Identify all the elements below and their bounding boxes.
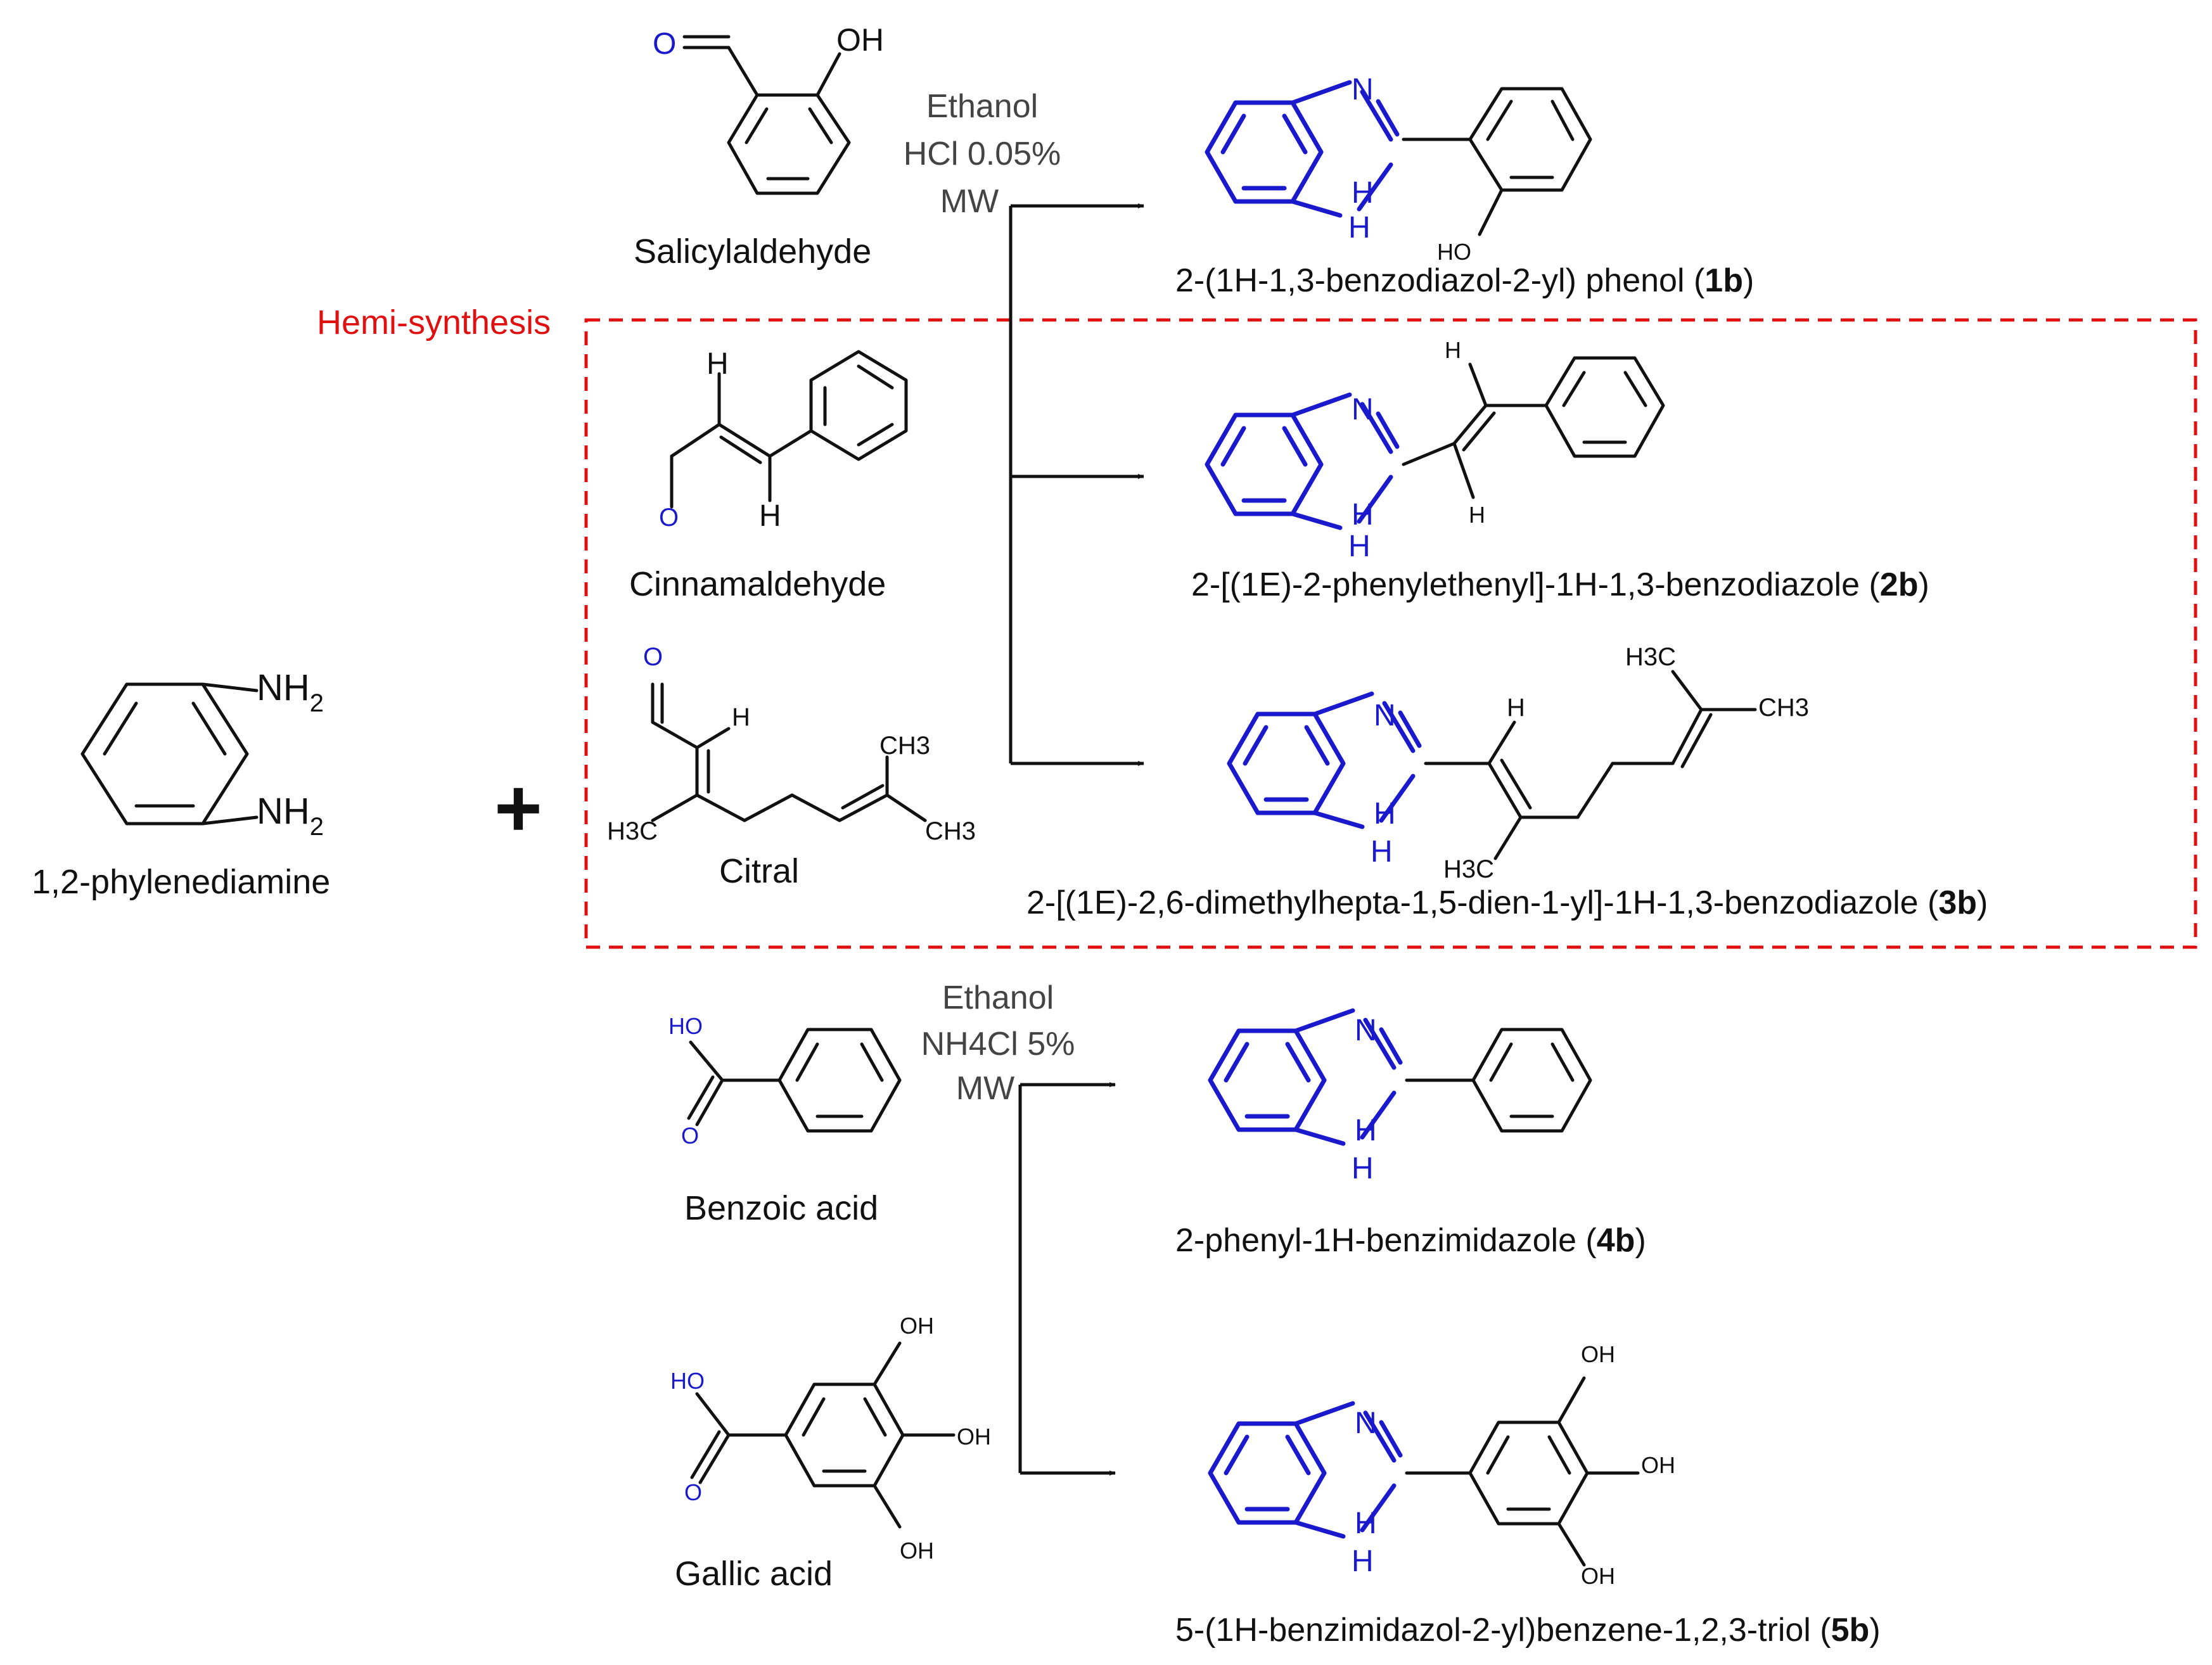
- product-1b-name: 2-(1H-1,3-benzodiazol-2-yl) phenol (1b): [1175, 262, 1754, 299]
- product-4b-n-label: N: [1355, 1014, 1377, 1047]
- product-4b-nh-label: H: [1355, 1114, 1377, 1147]
- conditions-top-microwave: MW: [940, 183, 999, 220]
- product-2b-n-label: N: [1352, 393, 1374, 426]
- product-5b-structure: [1210, 1376, 1640, 1567]
- product-3b-h-alkene-label: H: [1507, 694, 1525, 722]
- top-reaction-arrows: [1009, 203, 1144, 766]
- hemi-synthesis-label: Hemi-synthesis: [317, 303, 551, 341]
- product-4b-name: 2-phenyl-1H-benzimidazole (4b): [1175, 1222, 1646, 1259]
- product-2b-h-label: H: [1348, 530, 1371, 563]
- salicylaldehyde-name: Salicylaldehyde: [634, 233, 871, 271]
- salicylaldehyde-o-label: O: [653, 27, 676, 61]
- gallic-acid-structure: [690, 1341, 956, 1529]
- plus-sign: +: [494, 762, 542, 854]
- gallic-acid-oh1-label: OH: [900, 1313, 934, 1339]
- citral-o-label: O: [643, 643, 663, 671]
- citral-ch3b-label: CH3: [925, 817, 976, 845]
- cinnamaldehyde-name: Cinnamaldehyde: [629, 565, 886, 603]
- product-2b-structure: [1207, 356, 1665, 528]
- conditions-top-catalyst: HCl 0.05%: [904, 136, 1061, 172]
- citral-h3c-label: H3C: [607, 817, 658, 845]
- citral-name: Citral: [719, 852, 799, 890]
- product-1b-ho-label: HO: [1437, 239, 1471, 265]
- product-2b-nh-label: H: [1352, 498, 1374, 532]
- product-3b-nh-label: H: [1374, 797, 1396, 831]
- product-1b-nh-h-label: H: [1348, 211, 1371, 245]
- benzoic-acid-o-label: O: [681, 1123, 699, 1149]
- cinnamaldehyde-o-label: O: [659, 504, 679, 532]
- product-3b-ch3-right-label: CH3: [1758, 694, 1809, 722]
- cinnamaldehyde-h2-label: H: [759, 499, 781, 533]
- product-2b-h-bottom-label: H: [1469, 502, 1485, 528]
- salicylaldehyde-structure: [682, 35, 851, 195]
- product-4b-h-label: H: [1352, 1152, 1374, 1185]
- product-5b-n-label: N: [1355, 1407, 1377, 1440]
- conditions-bottom-solvent: Ethanol: [942, 979, 1054, 1016]
- product-1b-h-label: H: [1352, 176, 1374, 210]
- cinnamaldehyde-structure: [670, 350, 908, 509]
- citral-ch3a-label: CH3: [879, 732, 930, 760]
- conditions-top-solvent: Ethanol: [926, 88, 1038, 125]
- product-5b-nh-label: H: [1355, 1507, 1377, 1540]
- product-3b-structure: [1229, 670, 1757, 860]
- benzoic-acid-name: Benzoic acid: [684, 1189, 878, 1227]
- gallic-acid-ho-label: HO: [670, 1368, 705, 1394]
- conditions-bottom-catalyst: NH4Cl 5%: [921, 1026, 1075, 1062]
- product-1b-n-label: N: [1352, 73, 1374, 106]
- benzoic-acid-ho-label: HO: [668, 1013, 703, 1039]
- product-2b-name: 2-[(1E)-2-phenylethenyl]-1H-1,3-benzodia…: [1191, 566, 1929, 603]
- conditions-bottom-microwave: MW: [956, 1070, 1014, 1107]
- product-4b-structure: [1210, 1011, 1592, 1144]
- product-5b-h-label: H: [1352, 1545, 1374, 1578]
- product-5b-oh1-label: OH: [1581, 1341, 1615, 1367]
- reactant-name: 1,2-phylenediamine: [32, 863, 330, 901]
- product-5b-oh2-label: OH: [1641, 1452, 1675, 1478]
- product-3b-h3c-top-label: H3C: [1625, 643, 1676, 671]
- phenylenediamine-structure: [80, 682, 259, 826]
- salicylaldehyde-oh-label: OH: [836, 22, 884, 58]
- citral-structure: [651, 682, 927, 822]
- gallic-acid-oh2-label: OH: [957, 1424, 991, 1450]
- cinnamaldehyde-h1-label: H: [706, 347, 729, 381]
- nh2-top-label: NH2: [257, 667, 324, 717]
- nh2-bottom-label: NH2: [257, 791, 324, 841]
- gallic-acid-oh3-label: OH: [900, 1538, 934, 1564]
- bottom-reaction-arrows: [1018, 1082, 1116, 1476]
- gallic-acid-name: Gallic acid: [675, 1555, 833, 1593]
- product-3b-h-label: H: [1371, 835, 1393, 869]
- benzoic-acid-structure: [687, 1028, 902, 1133]
- product-3b-n-label: N: [1374, 699, 1396, 732]
- hemi-synthesis-box: [584, 318, 2197, 949]
- product-3b-h3c-bottom-label: H3C: [1443, 855, 1494, 883]
- product-3b-name: 2-[(1E)-2,6-dimethylhepta-1,5-dien-1-yl]…: [1026, 884, 1988, 921]
- product-5b-name: 5-(1H-benzimidazol-2-yl)benzene-1,2,3-tr…: [1175, 1612, 1881, 1649]
- gallic-acid-o-label: O: [684, 1479, 702, 1505]
- product-5b-oh3-label: OH: [1581, 1563, 1615, 1589]
- product-1b-structure: [1207, 82, 1592, 236]
- citral-h-label: H: [732, 703, 750, 731]
- product-2b-h-top-label: H: [1445, 337, 1461, 363]
